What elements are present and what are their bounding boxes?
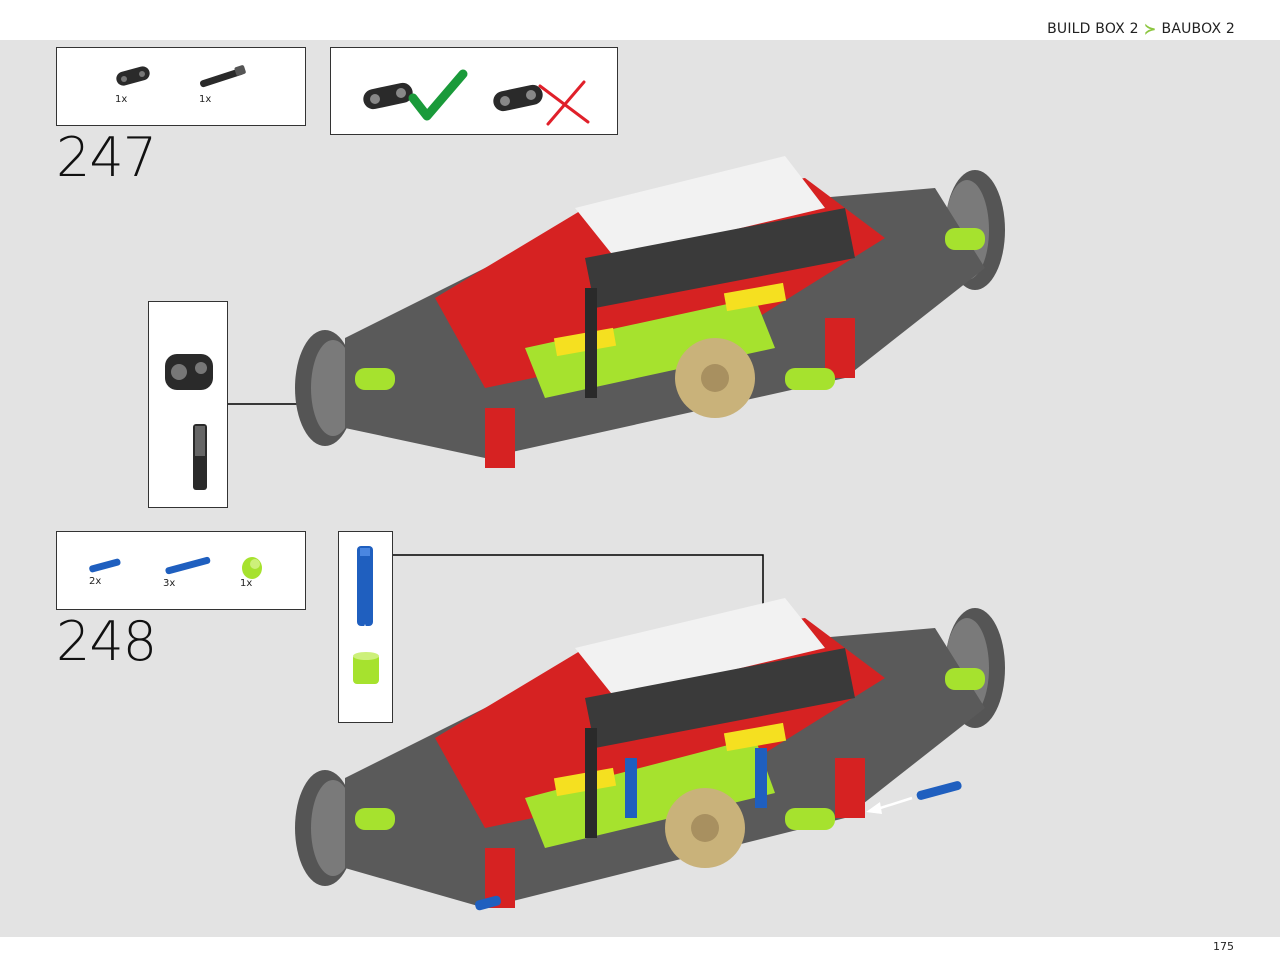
black-axle-pin-icon: [199, 65, 246, 88]
blue-pin-long-icon: [165, 556, 211, 575]
blue-pin-short-icon: [89, 558, 121, 573]
step-247-callout: [148, 301, 228, 508]
step-247-number: 247: [56, 126, 157, 189]
lime-bush-icon: [242, 557, 262, 579]
baubox-label: BAUBOX 2: [1161, 21, 1235, 37]
step-248-parts-list: 2x 3x 1x: [56, 531, 306, 610]
separator-icon: ≻: [1143, 20, 1157, 38]
connector-wrong-icon: [493, 84, 543, 112]
qty-blue-short: 2x: [89, 576, 102, 587]
page-number: 175: [1213, 940, 1234, 953]
qty-axle-pin: 1x: [199, 94, 212, 105]
checkmark-icon: [408, 69, 468, 121]
cross-icon: [538, 80, 590, 126]
step-247-parts-list: 1x 1x: [56, 47, 306, 126]
qty-blue-long: 3x: [163, 578, 176, 589]
callout-assembly-247: [165, 316, 213, 490]
black-connector-icon: [116, 66, 150, 86]
model-illustration-248: [295, 598, 1005, 911]
model-illustration-247: [295, 156, 1005, 468]
build-box-label: BUILD BOX 2: [1047, 21, 1139, 37]
qty-lime-bush: 1x: [240, 578, 253, 589]
step-248-number: 248: [56, 610, 157, 673]
step-248-callout: [338, 531, 393, 723]
orientation-hint-box: [330, 47, 618, 135]
callout-assembly-248: [353, 546, 379, 710]
top-bar: [0, 0, 1280, 40]
connector-correct-icon: [363, 82, 413, 110]
qty-connector: 1x: [115, 94, 128, 105]
footer: [0, 937, 1280, 974]
section-header: BUILD BOX 2 ≻ BAUBOX 2: [1047, 20, 1235, 38]
insert-pin-arrow-248: [866, 781, 962, 814]
